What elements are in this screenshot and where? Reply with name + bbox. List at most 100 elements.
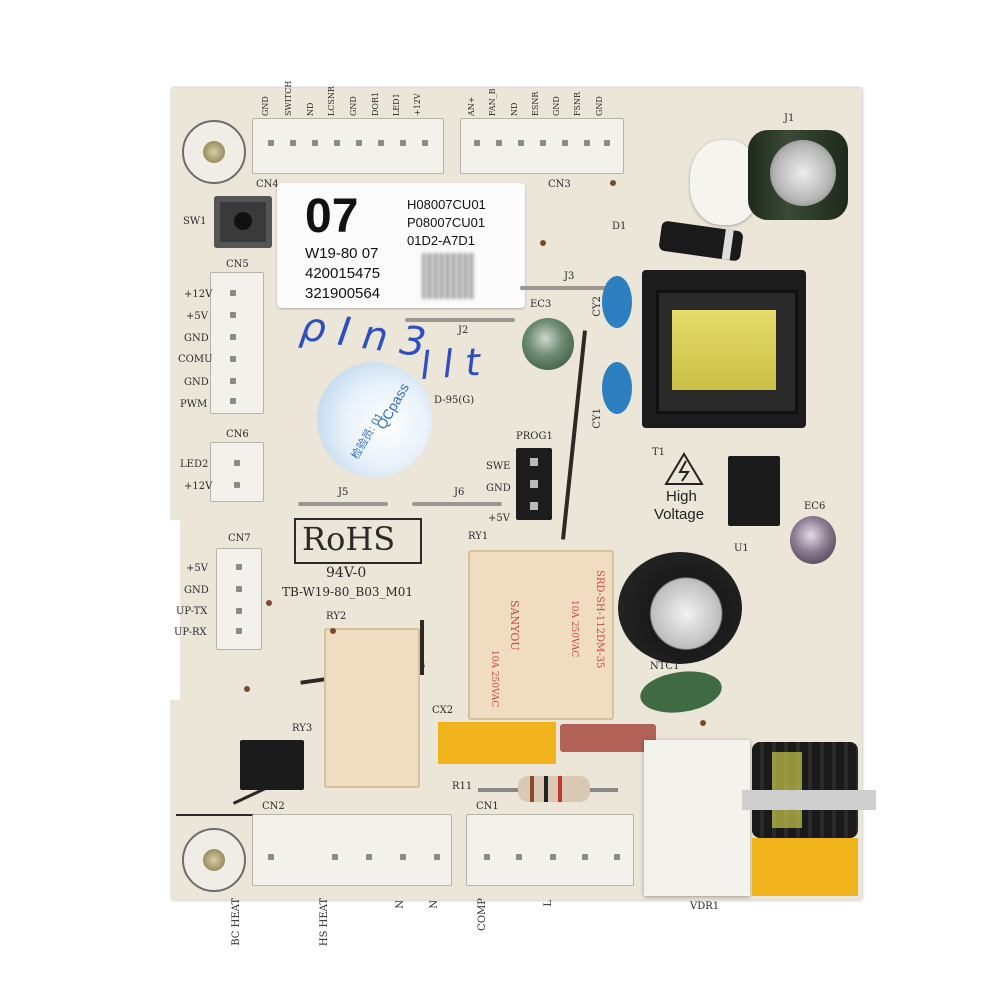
vdr1-block <box>644 740 750 896</box>
cn5-pin-label: COMU <box>178 354 213 365</box>
sticker-model: W19-80 07 <box>305 245 379 262</box>
cn3-pin-label: AN+ <box>467 96 476 116</box>
t1-transformer <box>642 270 806 428</box>
cn5-pin-label: GND <box>184 377 209 388</box>
prog1-pin-label: GND <box>486 483 511 494</box>
cn3-pin-label: GND <box>595 96 604 116</box>
r11-label: R11 <box>452 781 473 792</box>
j1-capacitor <box>748 130 848 220</box>
j2-jumper <box>405 318 515 322</box>
ry3-ic <box>240 740 304 790</box>
cn3-pin-label: ND <box>510 102 519 116</box>
cn5-pin-label: PWM <box>180 399 208 410</box>
cn5-pin-label: GND <box>184 333 209 344</box>
ry2-relay <box>324 628 420 788</box>
j6-jumper <box>412 502 502 506</box>
r11-resistor-body <box>518 776 590 802</box>
cn7-label: CN7 <box>228 533 251 544</box>
cn3-pin-label: GND <box>552 96 561 116</box>
prog1-label: PROG1 <box>516 431 553 442</box>
prog1-pin-label: SWE <box>486 461 511 472</box>
product-sticker: 07 W19-80 07 420015475 321900564 H08007C… <box>277 183 525 308</box>
high-voltage-text-2: Voltage <box>654 506 705 523</box>
sw1-switch[interactable] <box>214 196 272 248</box>
ry3-label: RY3 <box>292 723 313 734</box>
ry2-label: RY2 <box>326 611 347 622</box>
cy1-capacitor <box>602 362 632 414</box>
cn4-pin-label: GND <box>261 96 270 116</box>
cn2-connector <box>252 814 452 886</box>
ry1-rating-2: 10A 250VAC <box>489 650 499 708</box>
rating-label: 94V-0 <box>326 565 367 581</box>
cn3-pin-label: FAN_B <box>488 88 497 116</box>
ry1-label: RY1 <box>468 531 489 542</box>
cn3-pin-label: FSNR <box>573 91 582 116</box>
ntc1-label: NTC1 <box>650 661 680 672</box>
cn6-label: CN6 <box>226 429 249 440</box>
u1-label: U1 <box>734 543 749 554</box>
d1-label: D1 <box>612 221 627 232</box>
ec3-label: EC3 <box>530 299 552 310</box>
cn4-pin-label: GND <box>349 96 358 116</box>
trace <box>420 620 424 675</box>
j5-label: J5 <box>338 487 349 498</box>
j3-jumper <box>520 286 620 290</box>
cn5-connector <box>210 272 264 414</box>
cn3-connector <box>460 118 624 174</box>
j5-jumper <box>298 502 388 506</box>
rohs-text: RoHS <box>302 520 396 558</box>
fuse <box>560 724 656 752</box>
cn1-label: CN1 <box>476 801 499 812</box>
ec3-capacitor <box>522 318 574 370</box>
sw1-button[interactable] <box>234 212 252 230</box>
cn7-pin-label: UP-TX <box>176 606 208 617</box>
d95-label: D-95(G) <box>434 395 475 406</box>
cx2-capacitor <box>438 722 556 764</box>
sticker-id-1: 420015475 <box>305 265 381 282</box>
bottom-label: L <box>543 900 554 907</box>
main-electrolytic-capacitor <box>618 552 742 664</box>
cn7-pin-label: GND <box>184 585 209 596</box>
vdr1-label: VDR1 <box>690 901 720 912</box>
j1-label: J1 <box>784 113 795 124</box>
cn2-label: CN2 <box>262 801 285 812</box>
choke-bar <box>742 790 876 810</box>
rohs-mark: RoHS <box>294 518 422 564</box>
cn6-pin <box>234 482 240 488</box>
cn4-pin-label: LED1 <box>392 93 401 116</box>
cn6-connector <box>210 442 264 502</box>
mounting-hole-bottom <box>182 828 246 892</box>
board-cutout <box>162 520 180 700</box>
cx2-label: CX2 <box>432 705 454 716</box>
prog1-pin-label: +5V <box>488 513 510 524</box>
cn3-label: CN3 <box>548 179 571 190</box>
cn4-pin-label: +12V <box>413 93 422 116</box>
bottom-label: COMP <box>477 898 488 931</box>
sticker-qr-code <box>422 253 474 299</box>
board-id-label: TB-W19-80_B03_M01 <box>282 585 414 599</box>
sticker-code-2: P08007CU01 <box>407 215 486 230</box>
cn7-pin-label: +5V <box>186 563 208 574</box>
j2-label: J2 <box>458 325 469 336</box>
cn6-pin-label: +12V <box>184 481 213 492</box>
cn4-label: CN4 <box>256 179 279 190</box>
ry1-part: SRD-SH-112DM-35 <box>594 570 605 669</box>
cn4-pin-label: DOR1 <box>371 91 380 116</box>
sticker-number: 07 <box>305 190 359 243</box>
bottom-label: N <box>395 900 406 909</box>
bottom-label: HS HEAT <box>319 898 330 947</box>
j3-label: J3 <box>564 271 575 282</box>
cn4-pin-label: LCSNR <box>327 86 336 116</box>
cn5-label: CN5 <box>226 259 249 270</box>
cn5-pin-label: +12V <box>184 289 213 300</box>
ry1-relay: SANYOU 10A 250VAC SRD-SH-112DM-35 10A 25… <box>468 550 614 720</box>
sw1-label: SW1 <box>183 216 207 227</box>
high-voltage-text-1: High <box>666 488 697 505</box>
cn4-connector <box>252 118 444 174</box>
ec6-label: EC6 <box>804 501 826 512</box>
sticker-id-2: 321900564 <box>305 285 381 302</box>
cy2-capacitor <box>602 276 632 328</box>
bottom-label: BC HEAT <box>231 898 242 946</box>
j6-label: J6 <box>454 487 465 498</box>
trace <box>176 814 296 816</box>
